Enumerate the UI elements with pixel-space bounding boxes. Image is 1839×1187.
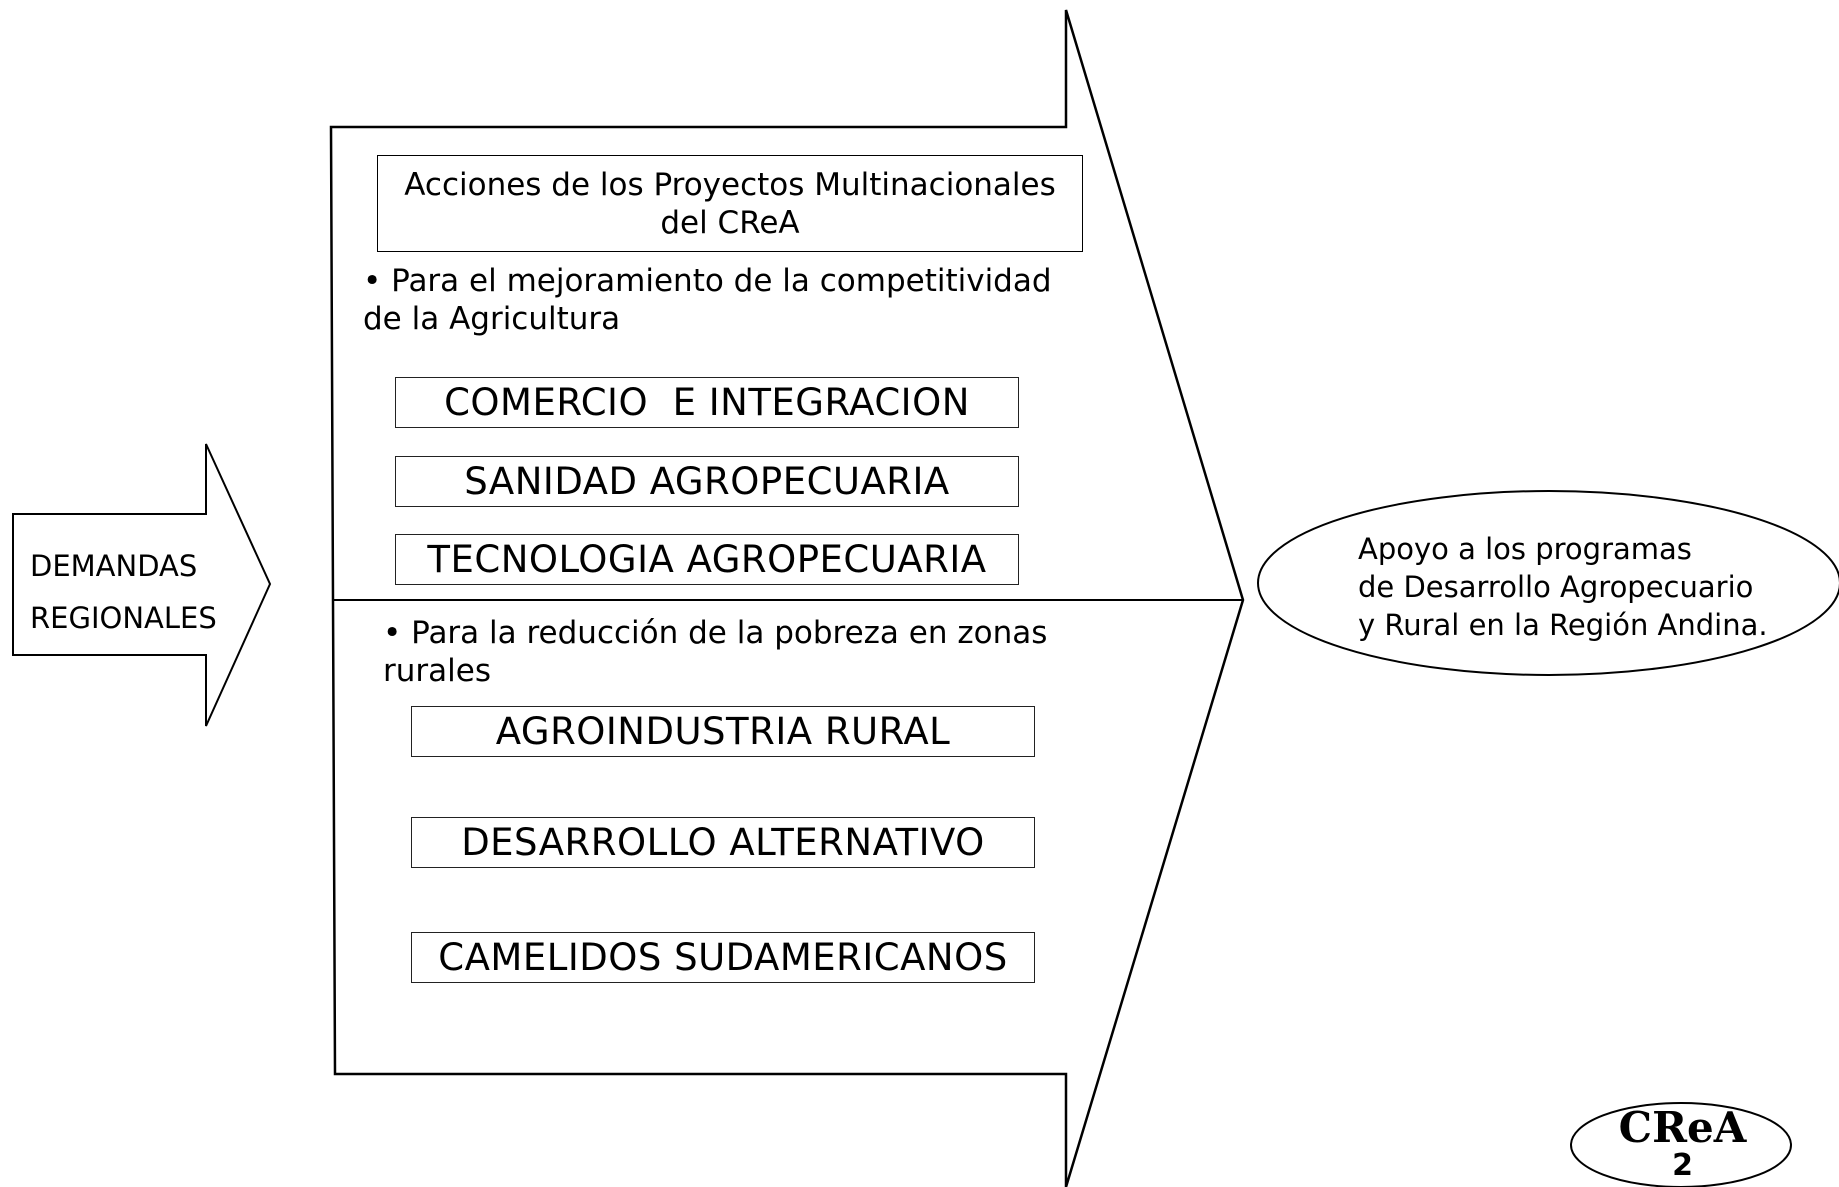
main-title: Acciones de los Proyectos Multinacionale… bbox=[404, 166, 1056, 241]
program-box-sanidad: SANIDAD AGROPECUARIA bbox=[395, 456, 1019, 507]
program-box-desarrollo: DESARROLLO ALTERNATIVO bbox=[411, 817, 1035, 868]
output-line3: y Rural en la Región Andina. bbox=[1358, 608, 1768, 642]
program-box-agroindustria: AGROINDUSTRIA RURAL bbox=[411, 706, 1035, 757]
output-line2: de Desarrollo Agropecuario bbox=[1358, 570, 1754, 604]
demandas-line2: REGIONALES bbox=[30, 601, 217, 635]
output-text: Apoyo a los programas de Desarrollo Agro… bbox=[1358, 530, 1768, 644]
program-label: TECNOLOGIA AGROPECUARIA bbox=[427, 538, 987, 581]
program-box-tecnologia: TECNOLOGIA AGROPECUARIA bbox=[395, 534, 1019, 585]
crea-logo: CReA 2 bbox=[1580, 1105, 1785, 1181]
logo-ellipse bbox=[1570, 1102, 1792, 1187]
page-number: 2 bbox=[1672, 1148, 1693, 1183]
program-label: COMERCIO E INTEGRACION bbox=[444, 381, 970, 424]
demandas-line1: DEMANDAS bbox=[30, 549, 198, 583]
output-line1: Apoyo a los programas bbox=[1358, 532, 1692, 566]
logo-name: CReA bbox=[1618, 1103, 1747, 1152]
program-box-comercio: COMERCIO E INTEGRACION bbox=[395, 377, 1019, 428]
input-arrow bbox=[12, 443, 272, 727]
output-ellipse bbox=[1257, 490, 1839, 676]
program-box-camelidos: CAMELIDOS SUDAMERICANOS bbox=[411, 932, 1035, 983]
main-title-box: Acciones de los Proyectos Multinacionale… bbox=[377, 155, 1083, 252]
program-label: CAMELIDOS SUDAMERICANOS bbox=[438, 936, 1008, 979]
program-label: DESARROLLO ALTERNATIVO bbox=[461, 821, 985, 864]
demandas-label: DEMANDAS REGIONALES bbox=[30, 540, 217, 644]
section1-bullet: • Para el mejoramiento de la competitivi… bbox=[363, 263, 1052, 337]
section2-bullet: • Para la reducción de la pobreza en zon… bbox=[383, 615, 1048, 689]
program-label: SANIDAD AGROPECUARIA bbox=[464, 460, 950, 503]
program-label: AGROINDUSTRIA RURAL bbox=[495, 710, 951, 753]
main-arrow bbox=[329, 9, 1245, 1187]
